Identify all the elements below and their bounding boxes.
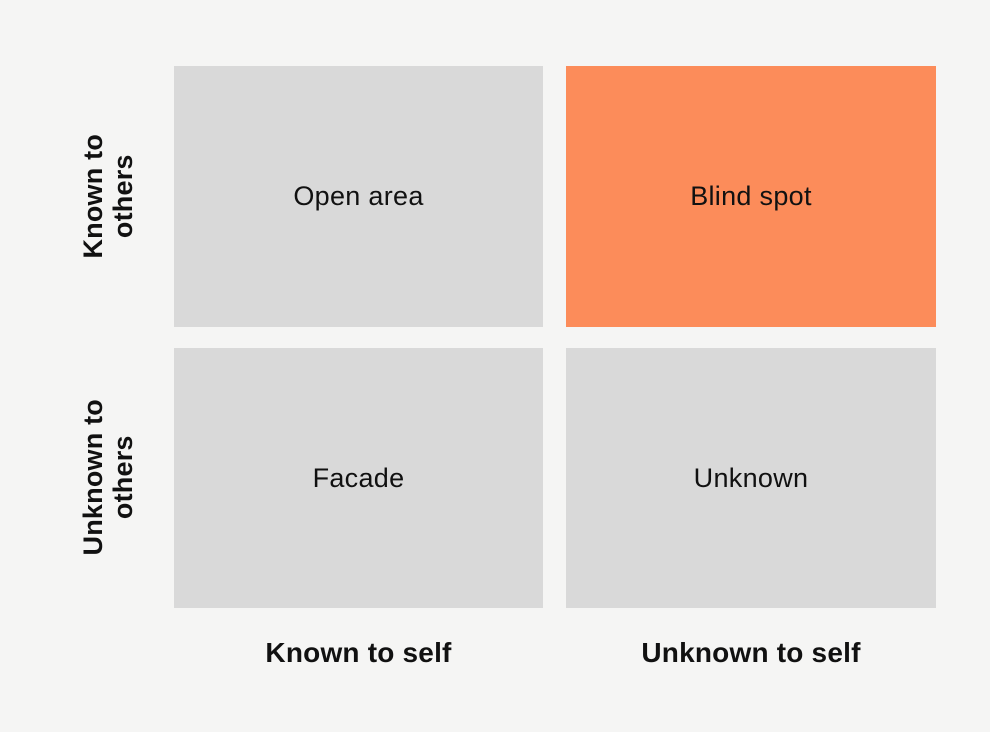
row-label-line: Known to (77, 133, 108, 259)
row-label-line: others (108, 154, 138, 239)
quadrant-unknown: Unknown (566, 348, 936, 608)
row-label-unknown-to-others: Unknown to others (78, 367, 138, 587)
col-label-known-to-self: Known to self (265, 637, 452, 668)
quadrant-label: Facade (312, 462, 405, 493)
quadrant-blind-spot: Blind spot (566, 66, 936, 327)
row-label-known-to-others: Known to others (78, 86, 138, 306)
quadrant-label: Unknown (693, 462, 809, 493)
quadrant-label: Open area (293, 181, 424, 211)
quadrant-open-area: Open area (174, 66, 543, 327)
quadrant-facade: Facade (174, 348, 543, 608)
quadrant-label: Blind spot (690, 181, 812, 211)
row-label-line: Unknown to (77, 399, 108, 556)
row-label-line: others (108, 435, 138, 520)
col-label-unknown-to-self: Unknown to self (641, 637, 861, 668)
